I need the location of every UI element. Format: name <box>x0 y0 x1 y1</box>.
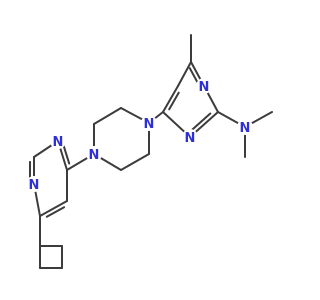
nitrogen-atom-label: N <box>29 178 40 193</box>
atom-background-n5 <box>237 119 253 135</box>
double-bond-cD-n3 <box>188 67 200 85</box>
bond-layer <box>29 34 273 269</box>
double-bond-cC-n4 <box>191 112 212 131</box>
nitrogen-atom-label: N <box>144 117 155 132</box>
atom-background-n2 <box>86 146 102 162</box>
bond-pz1-pz2 <box>93 107 122 125</box>
double-bond-bD-bB <box>45 206 66 218</box>
atom-label-layer: N N N N N N N <box>26 78 253 193</box>
atom-background-n7 <box>26 176 42 192</box>
bond-pz3-pz4 <box>120 153 150 171</box>
molecule-structure-diagram: N N N N N N N <box>26 34 273 269</box>
nitrogen-atom-label: N <box>185 131 196 146</box>
nitrogen-atom-label: N <box>53 135 64 150</box>
double-bond-cE-cA <box>168 91 180 111</box>
nitrogen-atom-label: N <box>240 121 251 136</box>
bond-cE-cA <box>162 85 179 113</box>
bond-bD-bB <box>39 200 68 217</box>
atom-background-n3 <box>196 78 212 94</box>
double-bond-bA-n6 <box>62 144 71 165</box>
nitrogen-atom-label: N <box>89 148 100 163</box>
atom-background-n1 <box>141 115 157 131</box>
atom-background-n6 <box>50 133 66 149</box>
atom-background-n4 <box>182 129 198 145</box>
nitrogen-atom-label: N <box>199 80 210 95</box>
bond-cD-cA <box>177 61 192 87</box>
